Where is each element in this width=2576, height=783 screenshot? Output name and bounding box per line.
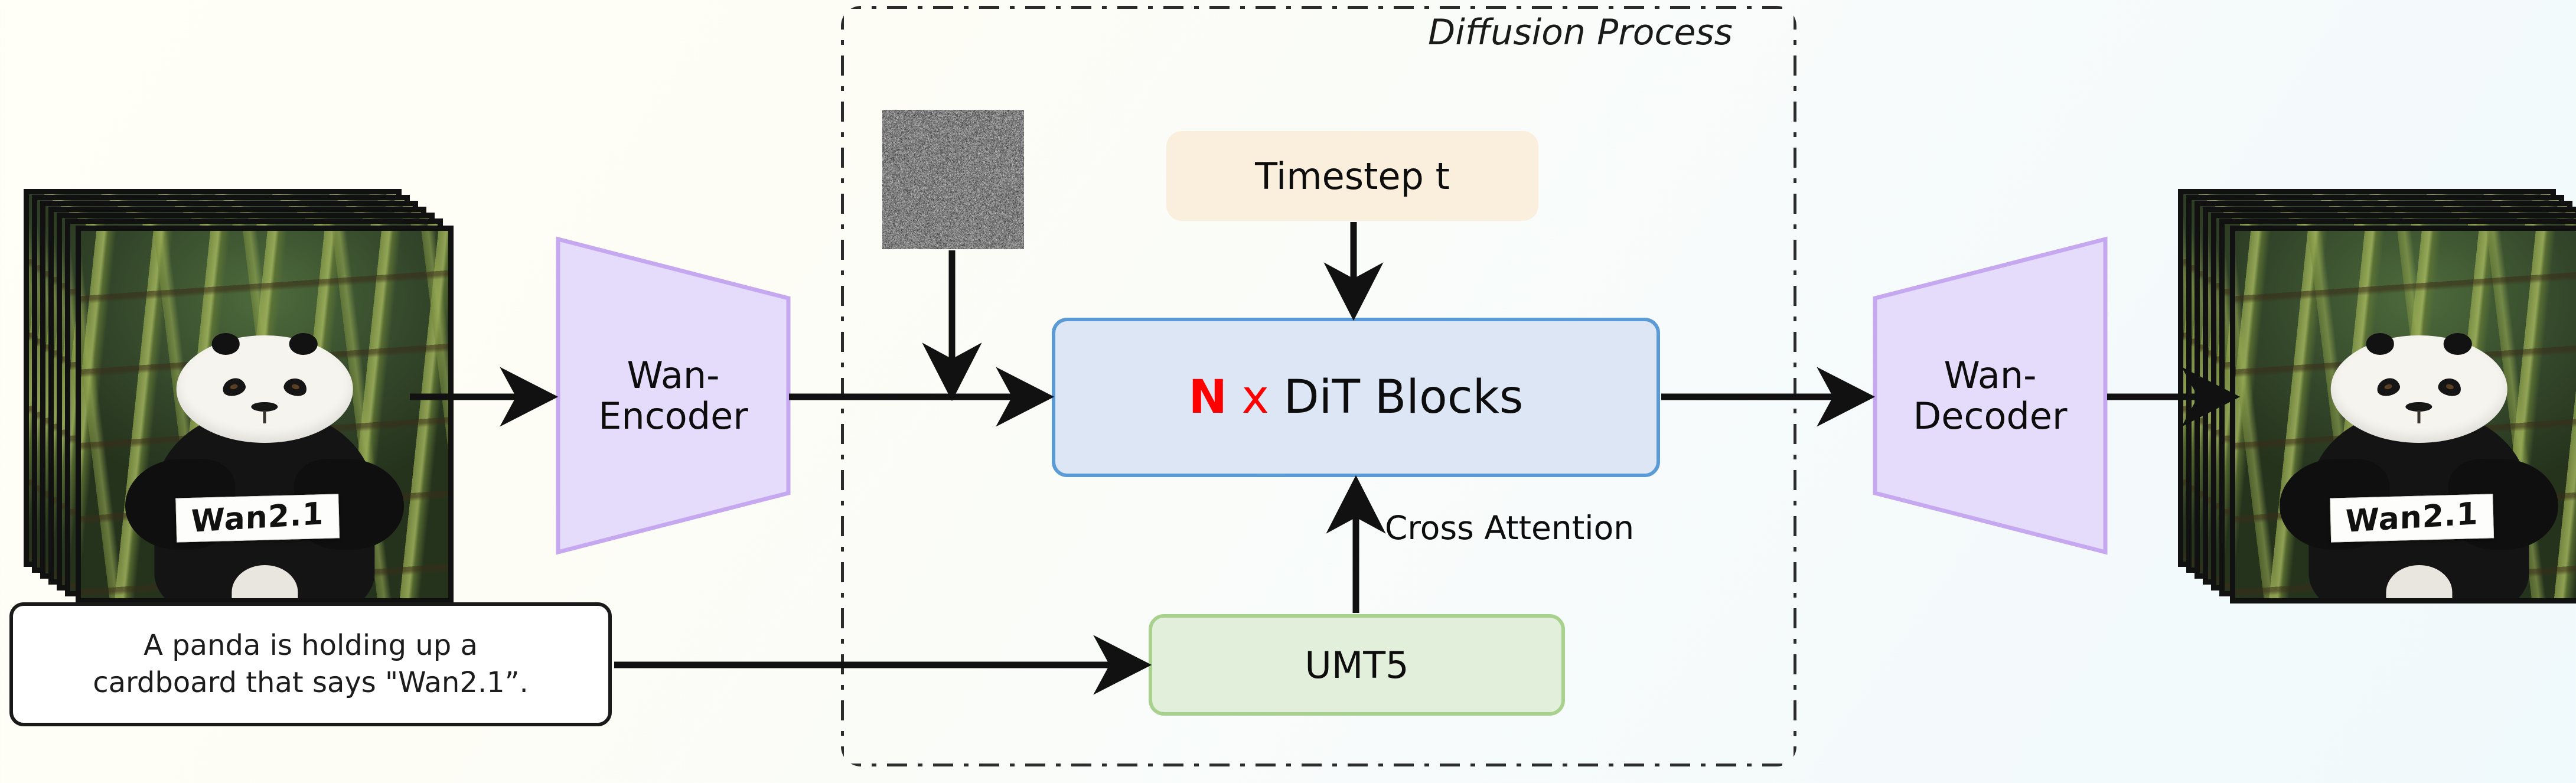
dit-multiply-symbol: x bbox=[1242, 371, 1269, 424]
wan-decoder-label-line2: Decoder bbox=[1913, 396, 2068, 436]
wan-decoder-label-line1: Wan- bbox=[1944, 355, 2037, 396]
timestep-label: Timestep t bbox=[1255, 155, 1450, 198]
umt5-label: UMT5 bbox=[1305, 644, 1408, 687]
diffusion-process-label: Diffusion Process bbox=[1428, 12, 1733, 53]
text-prompt-box[interactable]: A panda is holding up a cardboard that s… bbox=[9, 602, 612, 726]
prompt-line1: A panda is holding up a bbox=[144, 629, 478, 662]
wan-encoder-label: Wan- Encoder bbox=[555, 236, 791, 555]
wan-decoder-block[interactable]: Wan- Decoder bbox=[1872, 236, 2108, 555]
output-video-frame-stack: Wan2.1 bbox=[2178, 189, 2576, 567]
input-video-frame-stack: Wan2.1 bbox=[24, 189, 437, 567]
video-frame-front: Wan2.1 bbox=[2230, 226, 2576, 603]
timestep-block[interactable]: Timestep t bbox=[1166, 131, 1538, 221]
prompt-line2: cardboard that says "Wan2.1”. bbox=[93, 666, 529, 699]
panda-illustration: Wan2.1 bbox=[81, 330, 448, 598]
wan-encoder-block[interactable]: Wan- Encoder bbox=[555, 236, 791, 555]
dit-blocks-text: DiT Blocks bbox=[1284, 371, 1524, 424]
dit-blocks-label: N x DiT Blocks bbox=[1189, 371, 1524, 424]
cardboard-sign-text: Wan2.1 bbox=[191, 497, 324, 540]
gaussian-noise-patch bbox=[882, 110, 1024, 249]
wan-decoder-label: Wan- Decoder bbox=[1872, 236, 2108, 555]
cardboard-sign-text: Wan2.1 bbox=[2345, 497, 2479, 540]
cross-attention-label: Cross Attention bbox=[1385, 509, 1634, 547]
noise-canvas bbox=[882, 110, 1024, 249]
wan-encoder-label-line1: Wan- bbox=[627, 355, 720, 396]
video-frame-front: Wan2.1 bbox=[76, 226, 454, 603]
wan-encoder-label-line2: Encoder bbox=[598, 396, 748, 436]
umt5-block[interactable]: UMT5 bbox=[1149, 614, 1565, 716]
text-prompt-content: A panda is holding up a cardboard that s… bbox=[93, 627, 529, 702]
dit-blocks-block[interactable]: N x DiT Blocks bbox=[1052, 318, 1660, 477]
panda-illustration: Wan2.1 bbox=[2235, 330, 2576, 598]
dit-n-symbol: N bbox=[1189, 371, 1227, 424]
cardboard-sign: Wan2.1 bbox=[2330, 494, 2494, 543]
cardboard-sign: Wan2.1 bbox=[175, 494, 340, 543]
